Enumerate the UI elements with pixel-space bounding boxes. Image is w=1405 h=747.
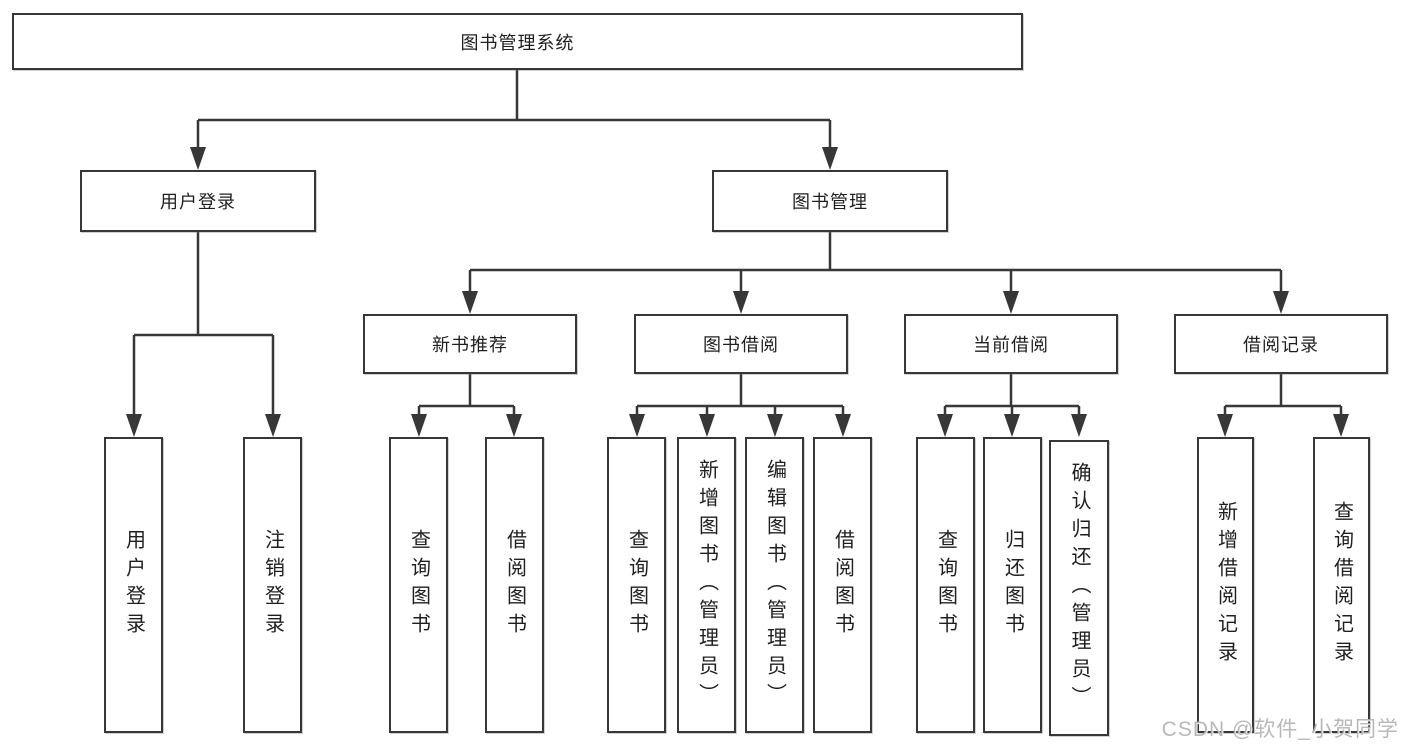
leaf-current-query-books: 查询图书 [916, 437, 975, 733]
node-group-new-book-recommend-label: 新书推荐 [432, 335, 508, 355]
leaf-edit-books-admin-label: 编辑图书（管理员） [763, 459, 786, 711]
watermark: CSDN @软件_小贺同学 [1161, 718, 1399, 741]
node-branch-user-login-label: 用户登录 [160, 192, 236, 212]
node-root: 图书管理系统 [12, 13, 1023, 70]
node-group-current-borrow: 当前借阅 [904, 314, 1118, 374]
leaf-return-books: 归还图书 [983, 437, 1042, 733]
leaf-recommend-query-books: 查询图书 [389, 437, 448, 733]
leaf-confirm-return-admin-label: 确认归还（管理员） [1068, 462, 1090, 714]
leaf-recommend-borrow-books-label: 借阅图书 [503, 529, 526, 641]
leaf-user-login: 用户登录 [104, 437, 163, 733]
node-group-current-borrow-label: 当前借阅 [973, 335, 1049, 355]
leaf-return-books-label: 归还图书 [1001, 529, 1024, 641]
leaf-borrow-query-books-label: 查询图书 [625, 529, 648, 641]
node-group-book-borrow-label: 图书借阅 [703, 335, 779, 355]
leaf-query-borrow-record-label: 查询借阅记录 [1330, 501, 1353, 669]
leaf-add-borrow-record-label: 新增借阅记录 [1214, 501, 1237, 669]
leaf-current-query-books-label: 查询图书 [934, 529, 957, 641]
leaf-confirm-return-admin: 确认归还（管理员） [1049, 440, 1109, 736]
leaf-recommend-borrow-books: 借阅图书 [485, 437, 544, 733]
leaf-add-books-admin: 新增图书（管理员） [677, 437, 736, 733]
node-branch-book-management-label: 图书管理 [792, 192, 868, 212]
leaf-borrow-books-label: 借阅图书 [831, 529, 854, 641]
leaf-logout-label: 注销登录 [261, 529, 284, 641]
leaf-query-borrow-record: 查询借阅记录 [1313, 437, 1370, 733]
leaf-recommend-query-books-label: 查询图书 [407, 529, 430, 641]
leaf-borrow-books: 借阅图书 [813, 437, 872, 733]
node-group-borrow-records-label: 借阅记录 [1243, 335, 1319, 355]
leaf-borrow-query-books: 查询图书 [607, 437, 666, 733]
node-root-label: 图书管理系统 [460, 32, 575, 53]
leaf-user-login-label: 用户登录 [122, 529, 145, 641]
leaf-add-borrow-record: 新增借阅记录 [1197, 437, 1254, 733]
leaf-edit-books-admin: 编辑图书（管理员） [745, 437, 804, 733]
node-group-new-book-recommend: 新书推荐 [363, 314, 577, 374]
leaf-logout: 注销登录 [243, 437, 302, 733]
node-branch-user-login: 用户登录 [80, 170, 316, 232]
node-group-book-borrow: 图书借阅 [634, 314, 848, 374]
node-branch-book-management: 图书管理 [712, 170, 948, 232]
leaf-add-books-admin-label: 新增图书（管理员） [695, 459, 718, 711]
node-group-borrow-records: 借阅记录 [1174, 314, 1388, 374]
